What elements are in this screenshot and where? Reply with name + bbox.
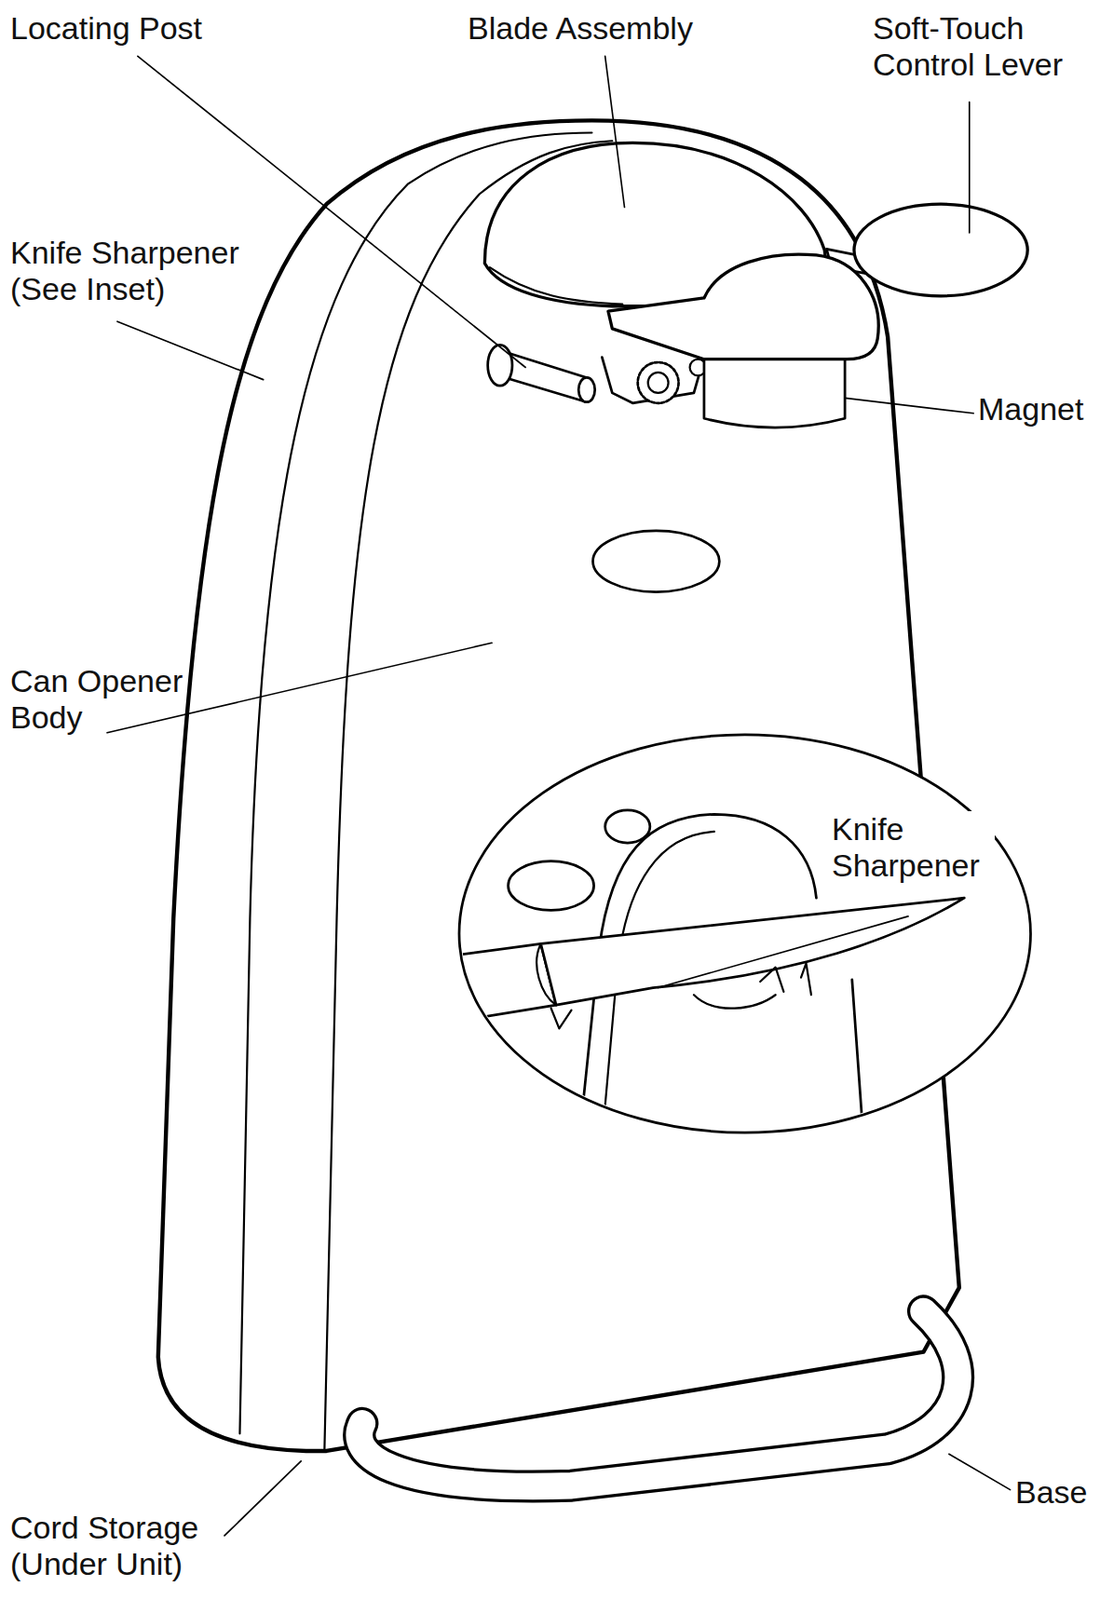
leader-line xyxy=(605,55,625,207)
wheel-hub xyxy=(648,372,669,394)
side-seam xyxy=(239,133,592,1435)
leader-line xyxy=(224,1461,301,1536)
mini-body-right xyxy=(852,979,863,1123)
part-label: Knife Sharpener (See Inset) xyxy=(10,234,267,308)
part-label: Blade Assembly xyxy=(467,10,747,47)
dome-rim xyxy=(489,267,623,304)
wheel-housing xyxy=(601,357,705,404)
base-outline xyxy=(359,1311,959,1487)
post-disc xyxy=(488,344,513,386)
leader-line xyxy=(949,1453,1011,1490)
button-oval xyxy=(593,530,720,593)
part-label: Soft-Touch Control Lever xyxy=(872,10,1087,83)
magnet-cap xyxy=(608,254,879,360)
part-label: Base xyxy=(1015,1474,1095,1511)
handle-notch xyxy=(551,1007,572,1029)
mini-lever xyxy=(508,861,595,911)
blade-edge xyxy=(658,916,909,989)
part-label: Can Opener Body xyxy=(10,663,206,736)
drawing xyxy=(107,55,1031,1536)
leader-line xyxy=(844,397,974,413)
leader-line xyxy=(137,55,526,367)
part-label: Cord Storage (Under Unit) xyxy=(10,1509,230,1583)
base-fill xyxy=(359,1311,959,1487)
sharpener-notch xyxy=(760,963,812,995)
leader-lines xyxy=(107,55,1011,1536)
part-label: Magnet xyxy=(977,391,1095,428)
mini-lever-knob xyxy=(605,810,651,843)
leader-line xyxy=(968,102,971,233)
lever-paddle xyxy=(854,203,1028,297)
locating-post xyxy=(504,352,587,403)
mini-slot xyxy=(693,994,776,1008)
inset-frame xyxy=(459,734,1032,1133)
cutter-wheel xyxy=(638,362,680,404)
part-label: Locating Post xyxy=(10,10,253,47)
post-end xyxy=(578,377,596,402)
leader-line xyxy=(117,321,264,380)
knife-blade xyxy=(541,897,965,1005)
part-label: Knife Sharpener xyxy=(831,811,995,884)
knife-handle xyxy=(448,943,557,1022)
magnet xyxy=(704,354,845,428)
